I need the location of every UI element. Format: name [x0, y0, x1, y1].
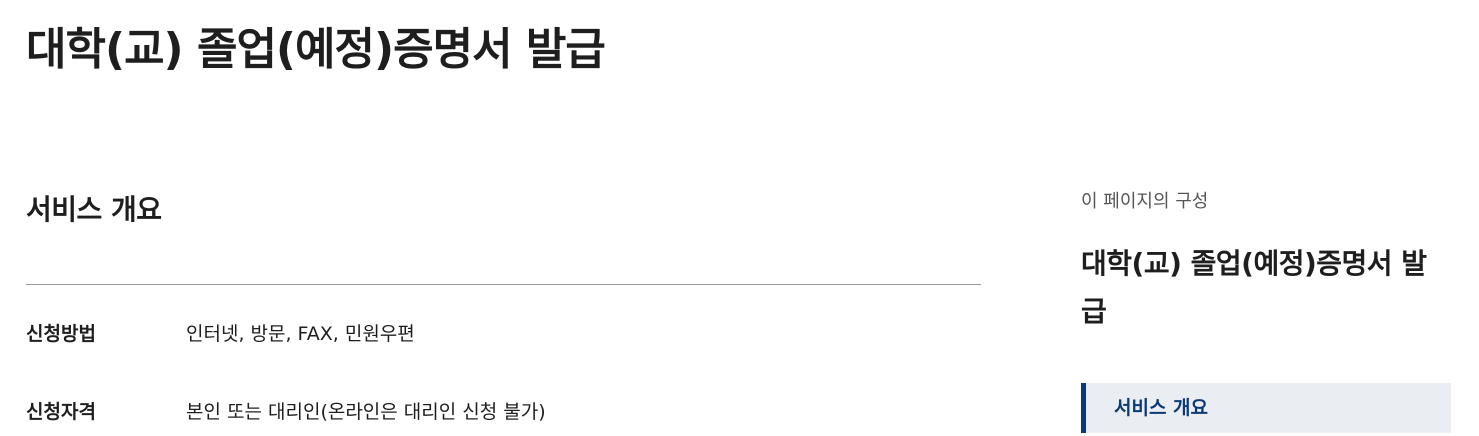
toc-title: 대학(교) 졸업(예정)증명서 발급	[1081, 247, 1427, 328]
info-value: 본인 또는 대리인(온라인은 대리인 신청 불가)	[186, 401, 546, 423]
toc-caption: 이 페이지의 구성	[1081, 191, 1209, 212]
info-value: 인터넷, 방문, FAX, 민원우편	[186, 323, 415, 345]
section-heading-overview: 서비스 개요	[26, 193, 162, 226]
page-title: 대학(교) 졸업(예정)증명서 발급	[26, 24, 606, 75]
info-label: 신청방법	[26, 323, 96, 345]
page-toc: 이 페이지의 구성 대학(교) 졸업(예정)증명서 발급	[1081, 186, 1451, 336]
section-divider	[26, 284, 981, 285]
info-row-application-method: 신청방법 인터넷, 방문, FAX, 민원우편	[26, 319, 981, 349]
toc-item-label: 서비스 개요	[1114, 397, 1209, 419]
toc-item-service-overview[interactable]: 서비스 개요	[1081, 383, 1451, 433]
info-label: 신청자격	[26, 401, 96, 423]
info-row-eligibility: 신청자격 본인 또는 대리인(온라인은 대리인 신청 불가)	[26, 397, 981, 427]
